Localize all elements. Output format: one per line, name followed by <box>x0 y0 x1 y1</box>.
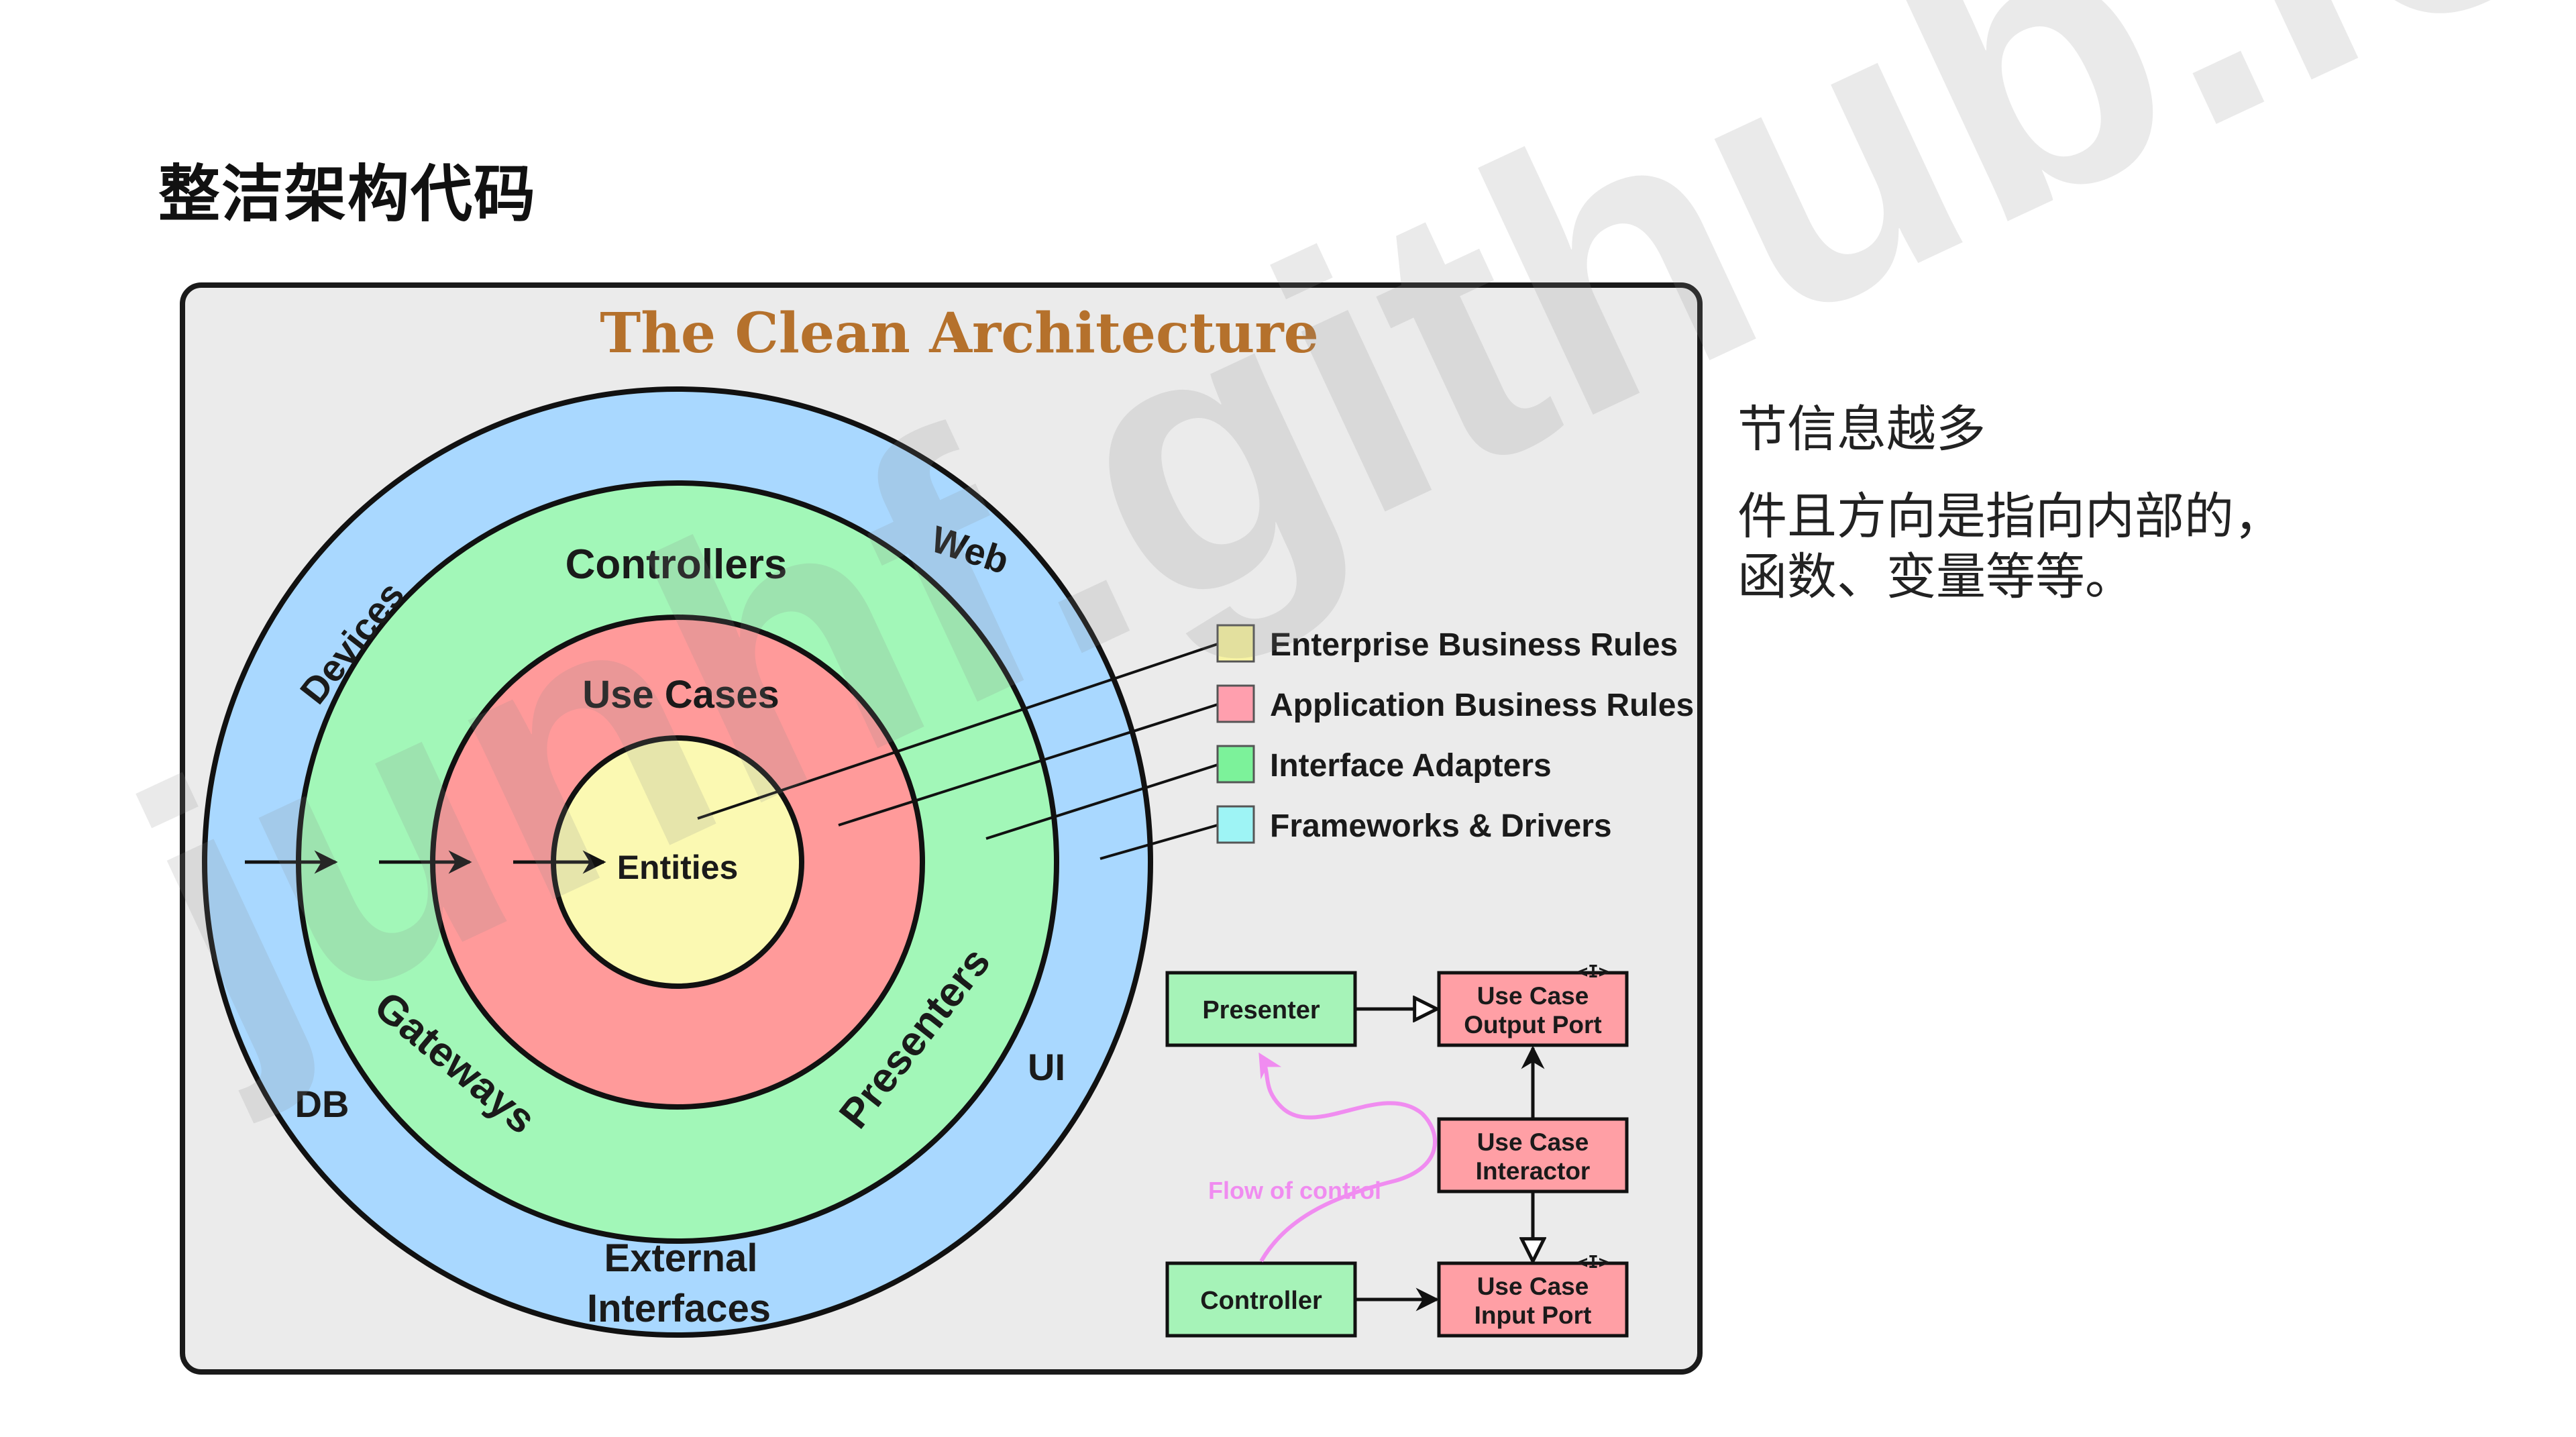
interactor-box <box>1437 1117 1629 1193</box>
legend-leader-line <box>697 643 1218 820</box>
legend-label-enterprise: Enterprise Business Rules <box>1270 627 1678 663</box>
diagram-title: The Clean Architecture <box>600 301 1319 366</box>
controller-label: Controller <box>1200 1287 1322 1315</box>
input-port-interface-mark: <I> <box>1578 1253 1609 1273</box>
presenter-label: Presenter <box>1202 996 1320 1024</box>
label-ui: UI <box>1028 1046 1065 1088</box>
legend: Enterprise Business Rules Application Bu… <box>1216 624 1694 844</box>
page-title: 整洁架构代码 <box>158 158 537 230</box>
legend-leader-line <box>985 763 1218 840</box>
legend-label-application: Application Business Rules <box>1270 688 1694 723</box>
legend-swatch-frameworks <box>1216 805 1255 844</box>
label-interfaces: Interfaces <box>587 1287 771 1330</box>
presenter-box <box>1165 971 1357 1047</box>
side-text-line2: 件且方向是指向内部的， <box>1737 488 2284 545</box>
legend-label-interface-adapters: Interface Adapters <box>1270 748 1552 784</box>
legend-swatch-application <box>1216 684 1255 723</box>
flow-of-control-curve <box>1258 1052 1438 1263</box>
output-port-interface-mark: <I> <box>1578 962 1609 982</box>
controller-box <box>1165 1261 1357 1338</box>
legend-swatch-enterprise <box>1216 624 1255 663</box>
label-controllers: Controllers <box>566 541 788 588</box>
label-use-cases: Use Cases <box>582 673 779 716</box>
side-text-line1: 节信息越多 <box>1737 401 1986 458</box>
interactor-label-line2: Interactor <box>1476 1157 1591 1185</box>
input-port-label-line1: Use Case <box>1477 1273 1589 1300</box>
label-external: External <box>604 1236 758 1280</box>
legend-leader-line <box>838 703 1218 827</box>
input-port-label-line2: Input Port <box>1474 1301 1592 1329</box>
output-port-label-line1: Use Case <box>1477 982 1589 1010</box>
label-db: DB <box>295 1083 350 1125</box>
legend-leader-line <box>1099 824 1218 860</box>
output-port-label-line2: Output Port <box>1464 1011 1602 1039</box>
flow-of-control-diagram: Presenter Use Case Output Port <I> Use C… <box>1165 962 1629 1338</box>
legend-swatch-interface-adapters <box>1216 745 1255 784</box>
interactor-label-line1: Use Case <box>1477 1128 1589 1156</box>
label-entities: Entities <box>617 849 739 886</box>
flow-of-control-label: Flow of control <box>1208 1177 1381 1204</box>
legend-label-frameworks: Frameworks & Drivers <box>1270 808 1612 844</box>
side-text-line3: 函数、变量等等。 <box>1737 548 2135 606</box>
